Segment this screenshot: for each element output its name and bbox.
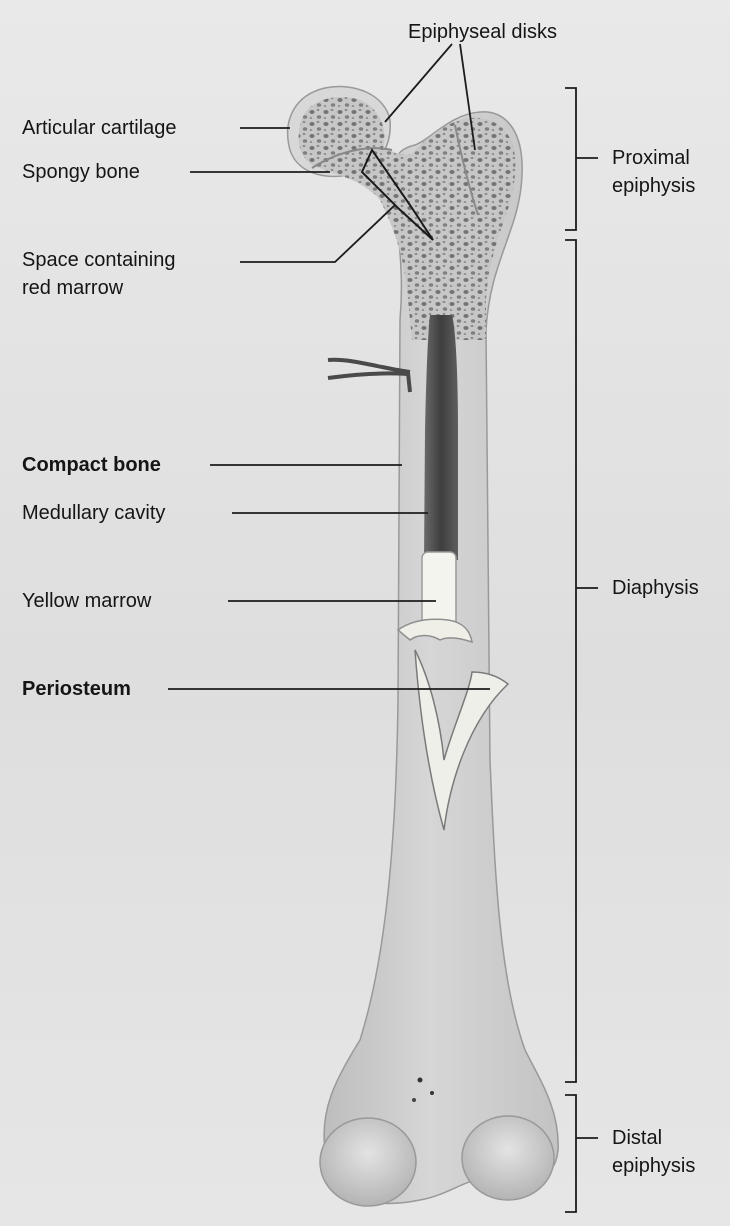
label-diaphysis: Diaphysis (612, 576, 699, 600)
label-spongy-bone: Spongy bone (22, 160, 140, 184)
label-compact-bone: Compact bone (22, 453, 161, 477)
label-epiphyseal-disks: Epiphyseal disks (408, 20, 557, 44)
label-space-red-marrow: Space containing red marrow (22, 246, 175, 302)
label-articular-cartilage: Articular cartilage (22, 116, 177, 140)
femur-bone (288, 87, 558, 1206)
nutrient-vessels (328, 360, 410, 392)
bracket-distal-epiphysis (565, 1095, 576, 1212)
leader-red-marrow (240, 205, 395, 262)
label-proximal-epiphysis: Proximal epiphysis (612, 144, 695, 200)
label-distal-epiphysis: Distal epiphysis (612, 1124, 695, 1180)
label-medullary-cavity: Medullary cavity (22, 501, 165, 525)
label-periosteum: Periosteum (22, 677, 131, 701)
label-yellow-marrow: Yellow marrow (22, 589, 151, 613)
bracket-diaphysis (565, 240, 576, 1082)
region-brackets (565, 88, 598, 1212)
bracket-proximal-epiphysis (565, 88, 576, 230)
leader-epiphyseal-left (385, 44, 452, 122)
